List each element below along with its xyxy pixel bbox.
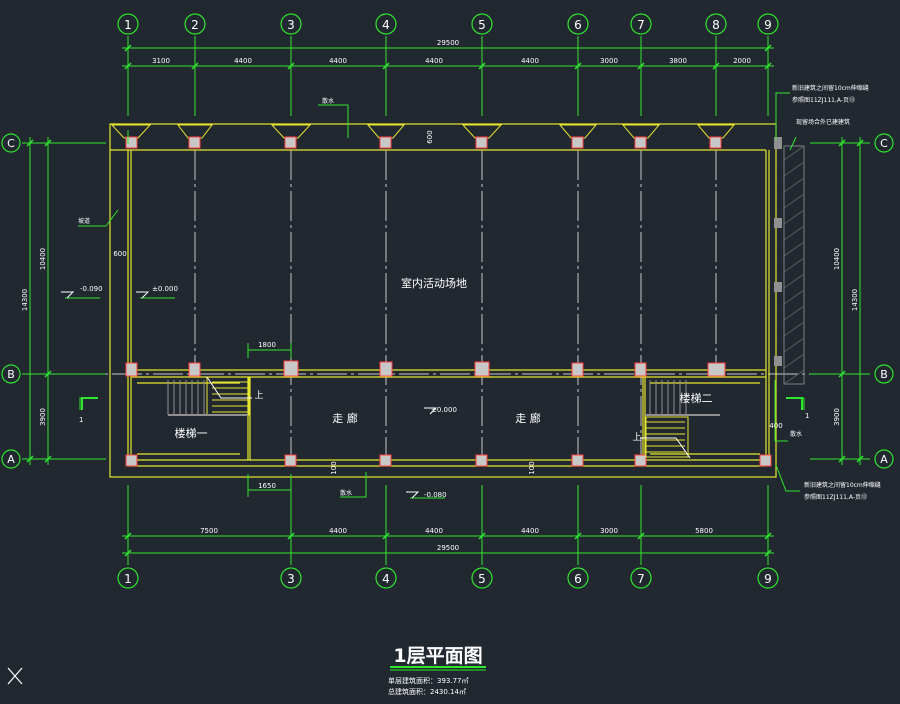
axis-label: 9	[764, 572, 772, 586]
stair-2	[640, 380, 720, 459]
notes: 散水 坡道 散水 新旧建筑之间留10cm伸缩缝 参照图11ZJ111,A-页⑬ …	[78, 84, 881, 501]
axis-label: 6	[574, 18, 582, 32]
room-corridor: 走 廊	[515, 411, 541, 425]
dim-top-span: 4400	[329, 57, 347, 65]
dim-top-span: 4400	[234, 57, 252, 65]
walls	[109, 123, 777, 478]
axis-label: 9	[764, 18, 772, 32]
drawing-title-text: 1层平面图	[393, 645, 482, 667]
dimension-ticks	[26, 44, 864, 557]
dim-stair1-bottom: 1650	[258, 482, 276, 490]
note-label: 新旧建筑之间留10cm伸缩缝	[792, 84, 869, 92]
dim-small: 100	[528, 461, 536, 474]
level-markers	[61, 291, 438, 499]
vertical-axis-lines	[130, 150, 717, 460]
axis-label: 7	[637, 572, 645, 586]
axis-label: 3	[287, 572, 295, 586]
axis-label: 8	[712, 18, 720, 32]
dim-top-span: 3100	[152, 57, 170, 65]
section-label: 1	[79, 416, 83, 424]
note-label: 参照图11ZJ111,A-页⑬	[804, 493, 867, 501]
dim-right-span: 3900	[833, 408, 841, 426]
top-beams	[110, 124, 736, 139]
axis-label: 4	[382, 18, 390, 32]
top-axis-bubbles: 1 2 3 4 5 6 7 8 9	[117, 13, 779, 35]
room-stair-2: 楼梯二	[680, 391, 713, 405]
close-icon[interactable]	[7, 667, 23, 685]
note-label: 现留场合外已建建筑	[796, 118, 850, 126]
dim-right-total: 14300	[851, 289, 859, 311]
row-label: C	[7, 137, 15, 150]
dim-small: 100	[330, 461, 338, 474]
row-label: B	[880, 368, 888, 381]
dim-wall-offset: 600	[113, 250, 126, 258]
row-label: A	[880, 453, 888, 466]
stair-up-label: 上	[632, 432, 641, 443]
dim-right-span: 10400	[833, 248, 841, 270]
area-total: 总建筑面积：2430.14㎡	[388, 687, 466, 696]
dimension-texts: 29500 3100 4400 4400 4400 4400 3000 3800…	[21, 39, 859, 552]
dim-stair1-width: 1800	[258, 341, 276, 349]
room-corridor: 走 廊	[332, 411, 358, 425]
dim-top-span: 3000	[600, 57, 618, 65]
stair-up-label: 上	[254, 390, 263, 401]
axis-label: 5	[478, 572, 486, 586]
dim-top-span: 4400	[521, 57, 539, 65]
dim-bottom-span: 3000	[600, 527, 618, 535]
axis-label: 4	[382, 572, 390, 586]
right-hatched-strip	[774, 137, 805, 385]
dim-bottom-span: 5800	[695, 527, 713, 535]
area-single: 单层建筑面积：393.77㎡	[388, 676, 469, 685]
dim-bottom-span: 4400	[425, 527, 443, 535]
dim-bottom-total: 29500	[437, 544, 459, 552]
row-axis-bubbles: C B A C B A	[1, 133, 894, 469]
section-label: 1	[805, 412, 809, 420]
room-labels: 室内活动场地 走 廊 走 廊 楼梯一 楼梯二 上 上	[175, 276, 713, 443]
dim-top-span: 4400	[425, 57, 443, 65]
axis-label: 1	[124, 18, 132, 32]
level-label: -0.080	[424, 491, 447, 499]
dim-left-span: 3900	[39, 408, 47, 426]
row-label: A	[7, 453, 15, 466]
level-label: ±0.000	[431, 406, 457, 414]
dim-top-span: 3800	[669, 57, 687, 65]
dim-bottom-span: 7500	[200, 527, 218, 535]
dimension-lines	[22, 36, 870, 565]
columns	[125, 136, 772, 467]
bottom-axis-bubbles: 1 3 4 5 6 7 9	[117, 567, 779, 589]
axis-label: 1	[124, 572, 132, 586]
dim-left-total: 14300	[21, 289, 29, 311]
dim-top-span: 2000	[733, 57, 751, 65]
note-label: 参照图11ZJ111,A-页⑬	[792, 96, 855, 104]
axis-label: 6	[574, 572, 582, 586]
axis-label: 5	[478, 18, 486, 32]
room-activity: 室内活动场地	[401, 276, 467, 290]
dim-beam-offset: 600	[426, 130, 434, 143]
axis-label: 3	[287, 18, 295, 32]
drawing-title: 1层平面图 单层建筑面积：393.77㎡ 总建筑面积：2430.14㎡	[388, 645, 486, 696]
room-stair-1: 楼梯一	[175, 426, 208, 440]
axis-label: 7	[637, 18, 645, 32]
note-label: 散水	[790, 430, 802, 438]
section-markers	[81, 397, 803, 410]
dim-top-total: 29500	[437, 39, 459, 47]
dim-right-small: 400	[769, 422, 782, 430]
note-label: 散水	[340, 489, 352, 497]
level-labels: ±0.000 ±0.000 -0.090 -0.080	[80, 285, 457, 499]
dim-left-span: 10400	[39, 248, 47, 270]
dim-bottom-span: 4400	[521, 527, 539, 535]
row-label: B	[7, 368, 15, 381]
row-label: C	[880, 137, 888, 150]
level-label: ±0.000	[152, 285, 178, 293]
note-label: 新旧建筑之间留10cm伸缩缝	[804, 481, 881, 489]
note-label: 散水	[322, 97, 334, 105]
note-label: 坡道	[78, 217, 90, 225]
level-label: -0.090	[80, 285, 103, 293]
stair-1	[167, 376, 252, 416]
axis-label: 2	[191, 18, 199, 32]
dim-bottom-span: 4400	[329, 527, 347, 535]
